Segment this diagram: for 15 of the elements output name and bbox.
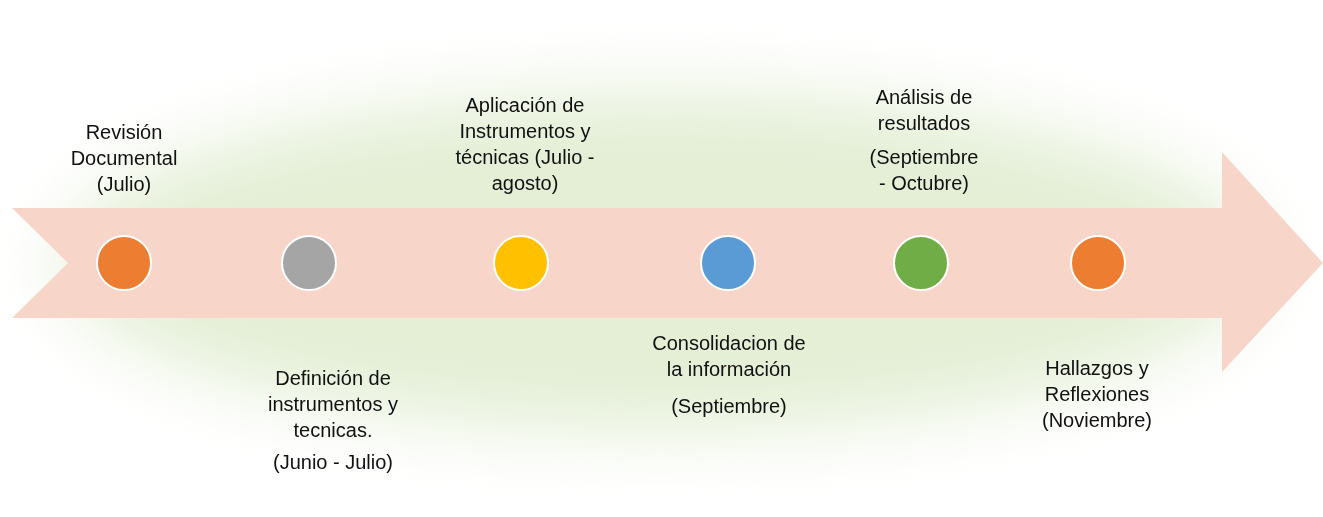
milestone-circle xyxy=(96,235,152,291)
milestone-label: (Septiembre - Octubre) xyxy=(868,145,980,196)
milestone-label: Consolidacion de la información xyxy=(651,331,807,382)
milestone-label: Revisión Documental (Julio) xyxy=(69,120,179,197)
milestone-label: Aplicación de Instrumentos y técnicas (Julio - agosto) xyxy=(454,93,596,196)
milestone-label: (Septiembre) xyxy=(670,394,788,419)
milestone-label: Definición de instrumentos y tecnicas. xyxy=(266,366,400,443)
milestone-label: Hallazgos y Reflexiones (Noviembre) xyxy=(1041,356,1153,433)
milestone-circle xyxy=(893,235,949,291)
milestone-label: (Junio - Julio) xyxy=(271,450,394,475)
milestone-label: Análisis de resultados xyxy=(874,85,974,136)
milestone-circle xyxy=(1070,235,1126,291)
milestone-circle xyxy=(281,235,337,291)
milestone-circle xyxy=(700,235,756,291)
milestone-circle xyxy=(493,235,549,291)
